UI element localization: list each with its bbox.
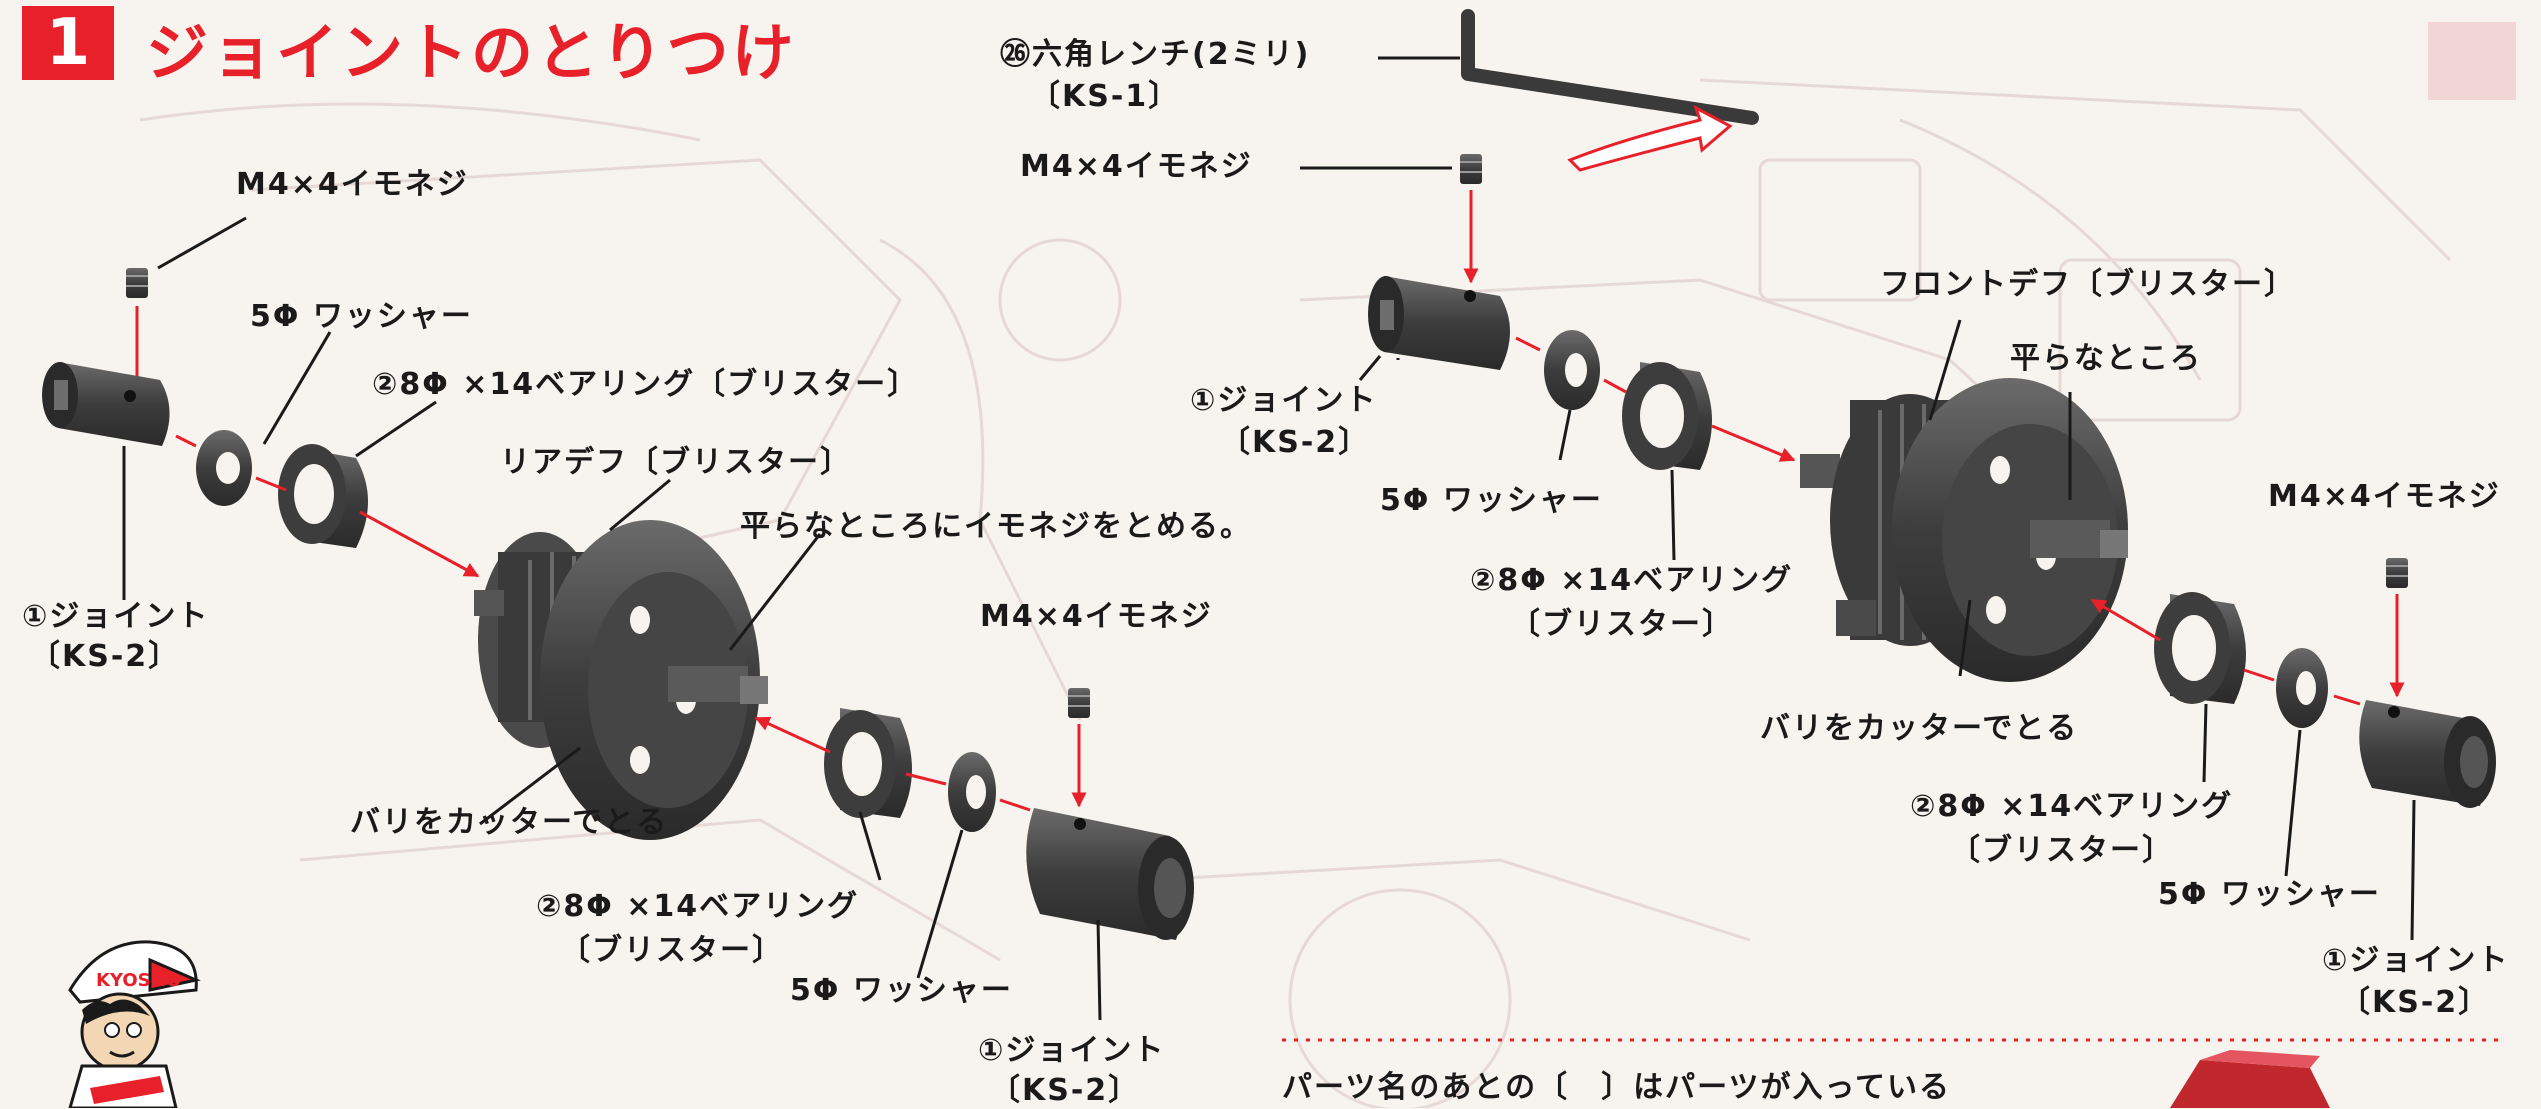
bearing-icon [2154,592,2246,704]
rear-diff-label: リアデフ〔ブリスター〕 [500,445,852,480]
joint-label: ①ジョイント [2322,943,2510,978]
hex-wrench-icon [1378,9,1759,125]
bearing-icon [824,708,912,818]
joint-code: 〔KS-2〕 [2340,985,2491,1020]
joint-icon [1368,276,1510,370]
bearing-icon [1622,362,1712,470]
mascot-cap-text: KYOSHO [96,970,181,991]
bearing-label: ②8Φ ×14ベアリング〔ブリスター〕 [372,367,920,402]
setscrew-label: M4×4イモネジ [236,167,469,202]
step-title: ジョイントのとりつけ [146,16,797,89]
joint-label: ①ジョイント [1190,383,1378,418]
joint-icon [1026,808,1194,940]
burr-removal-label: バリをカッターでとる [350,805,669,840]
bearing-blister-label: 〔ブリスター〕 [560,933,784,968]
joint-code: 〔KS-2〕 [1220,425,1371,460]
faded-step-4-header [2428,22,2516,100]
joint-code: 〔KS-2〕 [990,1073,1141,1108]
parts-note: パーツ名のあとの〔 〕はパーツが入っている [1282,1070,1951,1105]
setscrew-icon [1460,154,1482,184]
hex-wrench-label: ㉖六角レンチ(2ミリ) [1000,37,1311,72]
front-diff-label: フロントデフ〔ブリスター〕 [1880,267,2296,302]
washer-label: 5Φ ワッシャー [1380,483,1603,518]
setscrew-icon [1068,688,1090,718]
rear-diff-icon [474,520,768,840]
bearing-label: ②8Φ ×14ベアリング [536,889,860,924]
washer-icon [1544,330,1600,410]
flat-spot-instruction: 平らなところにイモネジをとめる。 [740,509,1252,544]
hex-wrench-code: 〔KS-1〕 [1030,79,1181,114]
joint-label: ①ジョイント [978,1033,1166,1068]
washer-icon [196,430,252,506]
washer-icon [2276,648,2328,728]
setscrew-label: M4×4イモネジ [2268,479,2501,514]
washer-label: 5Φ ワッシャー [790,973,1013,1008]
setscrew-label: M4×4イモネジ [980,599,1213,634]
burr-removal-label: バリをカッターでとる [1760,711,2079,746]
joint-icon [2359,700,2496,808]
washer-icon [948,752,996,832]
bearing-blister-label: 〔ブリスター〕 [1510,607,1734,642]
setscrew-icon [126,268,148,298]
setscrew-label: M4×4イモネジ [1020,149,1253,184]
washer-label: 5Φ ワッシャー [250,299,473,334]
bearing-label: ②8Φ ×14ベアリング [1470,563,1794,598]
setscrew-icon [2386,558,2408,588]
joint-code: 〔KS-2〕 [30,639,181,674]
parts-box-icon [2170,1050,2330,1108]
washer-label: 5Φ ワッシャー [2158,877,2381,912]
joint-label: ①ジョイント [22,599,210,634]
leader-lines [122,319,2416,1021]
mascot-character: KYOSHO [68,940,201,1108]
rotation-arrow-icon [1567,104,1733,172]
bearing-blister-label: 〔ブリスター〕 [1950,833,2174,868]
flat-spot-label: 平らなところ [2010,341,2202,376]
bearing-label: ②8Φ ×14ベアリング [1910,789,2234,824]
background-chassis-drawing [139,78,2452,1108]
bearing-icon [278,444,368,548]
joint-icon [42,362,170,446]
step-number: 1 [22,6,114,80]
